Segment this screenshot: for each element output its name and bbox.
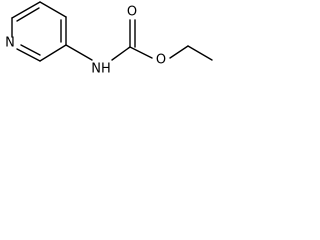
- ester-oxygen-label: O: [156, 53, 166, 68]
- bond-nh-carbonyl: [111, 46, 131, 61]
- ring-double-bond-3: [20, 44, 41, 56]
- ring-nitrogen-label: N: [5, 36, 15, 51]
- amine-nh-label: NH: [91, 62, 111, 77]
- ring-bond-c4-c5: [39, 44, 67, 62]
- ring-double-bond-1: [16, 7, 40, 22]
- bond-ch2-ch3: [187, 45, 213, 61]
- ring-bond-c5-c6: [16, 48, 41, 62]
- bond-carbonyl-ester-o: [129, 46, 153, 59]
- ring-bond-c2-n1: [11, 1, 41, 19]
- carbonyl-oxygen-label: O: [127, 5, 137, 20]
- bond-ring-nh: [65, 44, 93, 61]
- ring-bond-c2-c3: [39, 1, 67, 18]
- bond-ester-o-ch2: [169, 45, 189, 59]
- structure-diagram: N NH O O: [5, 1, 213, 77]
- pyridine-ring: [11, 1, 67, 62]
